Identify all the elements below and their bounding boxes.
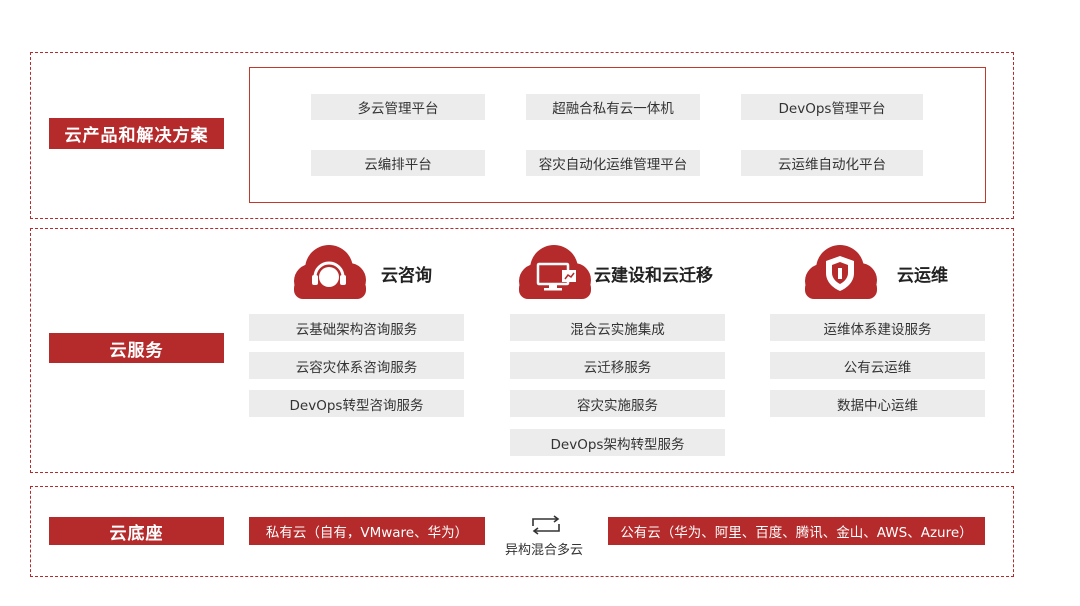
product-item-multicloud[interactable]: 多云管理平台 (311, 94, 485, 120)
public-cloud-bar[interactable]: 公有云（华为、阿里、百度、腾讯、金山、AWS、Azure） (608, 517, 985, 545)
consulting-item-dr[interactable]: 云容灾体系咨询服务 (249, 352, 464, 379)
private-cloud-bar[interactable]: 私有云（自有，VMware、华为） (249, 517, 485, 545)
product-item-hci[interactable]: 超融合私有云一体机 (526, 94, 700, 120)
shield-cloud-icon (805, 245, 877, 299)
construction-item-dr[interactable]: 容灾实施服务 (510, 390, 725, 417)
products-frame (249, 67, 986, 203)
base-section (30, 486, 1014, 577)
consulting-item-infra[interactable]: 云基础架构咨询服务 (249, 314, 464, 341)
operations-item-public[interactable]: 公有云运维 (770, 352, 985, 379)
products-section (30, 52, 1014, 219)
monitor-cloud-icon (519, 245, 591, 299)
construction-title: 云建设和云迁移 (594, 266, 713, 286)
operations-item-system[interactable]: 运维体系建设服务 (770, 314, 985, 341)
construction-item-migration[interactable]: 云迁移服务 (510, 352, 725, 379)
consulting-title: 云咨询 (381, 266, 432, 286)
operations-title: 云运维 (897, 266, 948, 286)
base-label: 云底座 (49, 517, 224, 545)
hybrid-multicloud-text: 异构混合多云 (505, 543, 584, 558)
services-section (30, 228, 1014, 473)
headset-cloud-icon (294, 245, 366, 299)
product-item-dr-ops[interactable]: 容灾自动化运维管理平台 (526, 150, 700, 176)
construction-item-devops[interactable]: DevOps架构转型服务 (510, 429, 725, 456)
product-item-orchestration[interactable]: 云编排平台 (311, 150, 485, 176)
products-label: 云产品和解决方案 (49, 118, 224, 149)
product-item-ops-automation[interactable]: 云运维自动化平台 (741, 150, 923, 176)
services-label: 云服务 (49, 333, 224, 363)
sync-arrows-icon (532, 515, 560, 535)
consulting-item-devops[interactable]: DevOps转型咨询服务 (249, 390, 464, 417)
construction-item-hybrid[interactable]: 混合云实施集成 (510, 314, 725, 341)
product-item-devops[interactable]: DevOps管理平台 (741, 94, 923, 120)
operations-item-datacenter[interactable]: 数据中心运维 (770, 390, 985, 417)
